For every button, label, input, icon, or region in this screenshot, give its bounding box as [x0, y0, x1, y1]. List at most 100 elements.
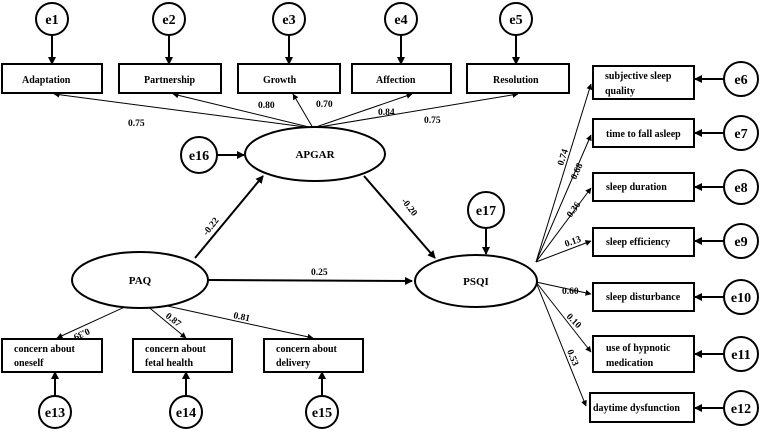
- error-e6-label: e6: [734, 73, 747, 88]
- path-apgar-growth: [292, 93, 314, 129]
- indicator-partnership: Partnership: [118, 63, 222, 94]
- path-apgar-partnership: [172, 92, 314, 129]
- indicator-subjective-sleep-quality: subjective sleep quality: [592, 65, 695, 100]
- indicator-resolution-label: Resolution: [493, 75, 539, 86]
- error-e3: e3: [272, 2, 306, 36]
- error-e1-label: e1: [45, 13, 58, 28]
- coef-affection: 0.84: [378, 108, 395, 118]
- error-e17: e17: [467, 191, 505, 229]
- path-psqi-fall-asleep: [535, 134, 592, 263]
- indicator-affection-label: Affection: [376, 75, 416, 86]
- indicator-daytime-dysfunction-label: daytime dysfunction: [593, 403, 680, 414]
- error-e7: e7: [723, 115, 759, 151]
- coef-paq-psqi: 0.25: [311, 268, 328, 278]
- indicator-delivery-line1: concern about: [276, 344, 338, 355]
- error-e11-label: e11: [731, 348, 750, 363]
- coef-delivery: 0.81: [232, 311, 251, 324]
- path-apgar-affection: [312, 92, 413, 129]
- indicator-sleep-efficiency: sleep efficiency: [592, 227, 695, 257]
- path-apgar-resolution: [312, 91, 519, 129]
- error-e3-label: e3: [282, 13, 295, 28]
- error-e8-label: e8: [734, 181, 747, 196]
- indicator-adaptation-label: Adaptation: [22, 75, 71, 86]
- error-e16-label: e16: [189, 149, 209, 164]
- error-e4: e4: [384, 2, 418, 36]
- indicator-growth-label: Growth: [263, 75, 297, 86]
- coef-sleep-disturbance: 0.60: [562, 287, 579, 297]
- latent-apgar: APGAR: [244, 126, 386, 182]
- indicator-use-of-hypnotic-medication: use of hypnotic medication: [592, 335, 695, 373]
- path-psqi-subjective: [535, 83, 593, 263]
- path-apgar-psqi: [363, 175, 436, 259]
- error-e10: e10: [723, 279, 759, 315]
- error-e1: e1: [35, 2, 69, 36]
- error-e15: e15: [305, 395, 339, 429]
- coef-sleep-efficiency: 0.13: [564, 235, 583, 250]
- latent-paq-label: PAQ: [129, 275, 152, 287]
- latent-psqi: PSQI: [414, 254, 538, 308]
- indicator-sleep-efficiency-label: sleep efficiency: [606, 237, 670, 248]
- error-e6: e6: [723, 61, 759, 97]
- path-paq-psqi: [207, 276, 413, 285]
- indicator-adaptation: Adaptation: [1, 63, 103, 94]
- indicator-hypnotic-line1: use of hypnotic: [606, 343, 671, 354]
- indicator-hypnotic-line2: medication: [606, 358, 654, 369]
- coef-adaptation: 0.75: [128, 119, 145, 129]
- indicator-daytime-dysfunction: daytime dysfunction: [589, 392, 695, 423]
- error-e14-label: e14: [176, 406, 196, 421]
- indicator-subjective-line1: subjective sleep: [605, 71, 672, 82]
- error-e9: e9: [723, 223, 759, 259]
- path-paq-apgar: [194, 175, 264, 259]
- coef-subjective-sleep: 0.74: [556, 148, 571, 167]
- error-e8: e8: [723, 169, 759, 205]
- error-e2: e2: [152, 2, 186, 36]
- error-e16: e16: [180, 136, 218, 174]
- coef-apgar-psqi: -0.20: [399, 197, 419, 219]
- error-e4-label: e4: [394, 13, 407, 28]
- latent-psqi-label: PSQI: [463, 276, 489, 288]
- indicator-delivery-line2: delivery: [276, 358, 310, 369]
- indicator-growth: Growth: [237, 63, 341, 94]
- indicator-concern-oneself: concern about oneself: [1, 338, 103, 373]
- path-psqi-duration: [535, 187, 592, 263]
- path-apgar-adaptation: [53, 91, 314, 129]
- path-psqi-hypnotic: [535, 281, 592, 353]
- error-e7-label: e7: [734, 127, 747, 142]
- error-e15-label: e15: [312, 406, 332, 421]
- coef-resolution: 0.75: [424, 116, 441, 126]
- error-e10-label: e10: [731, 291, 751, 306]
- error-e11: e11: [723, 336, 759, 372]
- indicator-sleep-disturbance-label: sleep disturbance: [606, 292, 681, 303]
- coef-hypnotic: 0.10: [564, 312, 583, 331]
- error-e12-label: e12: [731, 402, 751, 417]
- error-e13-label: e13: [45, 406, 65, 421]
- indicator-time-to-fall-asleep-label: time to fall asleep: [606, 129, 681, 140]
- path-psqi-daytime: [535, 281, 587, 407]
- indicator-oneself-line1: concern about: [14, 344, 76, 355]
- indicator-time-to-fall-asleep: time to fall asleep: [592, 118, 695, 148]
- coef-sleep-duration: 0.36: [565, 200, 583, 220]
- indicator-fetal-line2: fetal health: [145, 358, 193, 369]
- error-e17-label: e17: [476, 204, 496, 219]
- indicator-resolution: Resolution: [466, 63, 570, 94]
- indicator-partnership-label: Partnership: [144, 75, 196, 86]
- indicator-sleep-duration-label: sleep duration: [606, 182, 667, 193]
- coef-growth: 0.70: [316, 100, 333, 110]
- error-e14: e14: [169, 395, 203, 429]
- indicator-fetal-line1: concern about: [145, 344, 207, 355]
- coef-paq-apgar: -0.22: [201, 216, 221, 238]
- latent-apgar-label: APGAR: [295, 149, 335, 161]
- indicator-subjective-line2: quality: [605, 86, 635, 97]
- error-e5: e5: [499, 2, 533, 36]
- error-e5-label: e5: [509, 13, 522, 28]
- indicator-sleep-disturbance: sleep disturbance: [592, 282, 695, 312]
- indicator-affection: Affection: [351, 63, 452, 94]
- error-e2-label: e2: [162, 13, 175, 28]
- indicator-concern-delivery: concern about delivery: [263, 338, 364, 373]
- indicator-concern-fetal-health: concern about fetal health: [132, 338, 233, 373]
- error-e12: e12: [723, 390, 759, 426]
- indicator-oneself-line2: oneself: [14, 358, 44, 369]
- error-e13: e13: [38, 395, 72, 429]
- coef-time-to-fall-asleep: 0.68: [570, 162, 586, 181]
